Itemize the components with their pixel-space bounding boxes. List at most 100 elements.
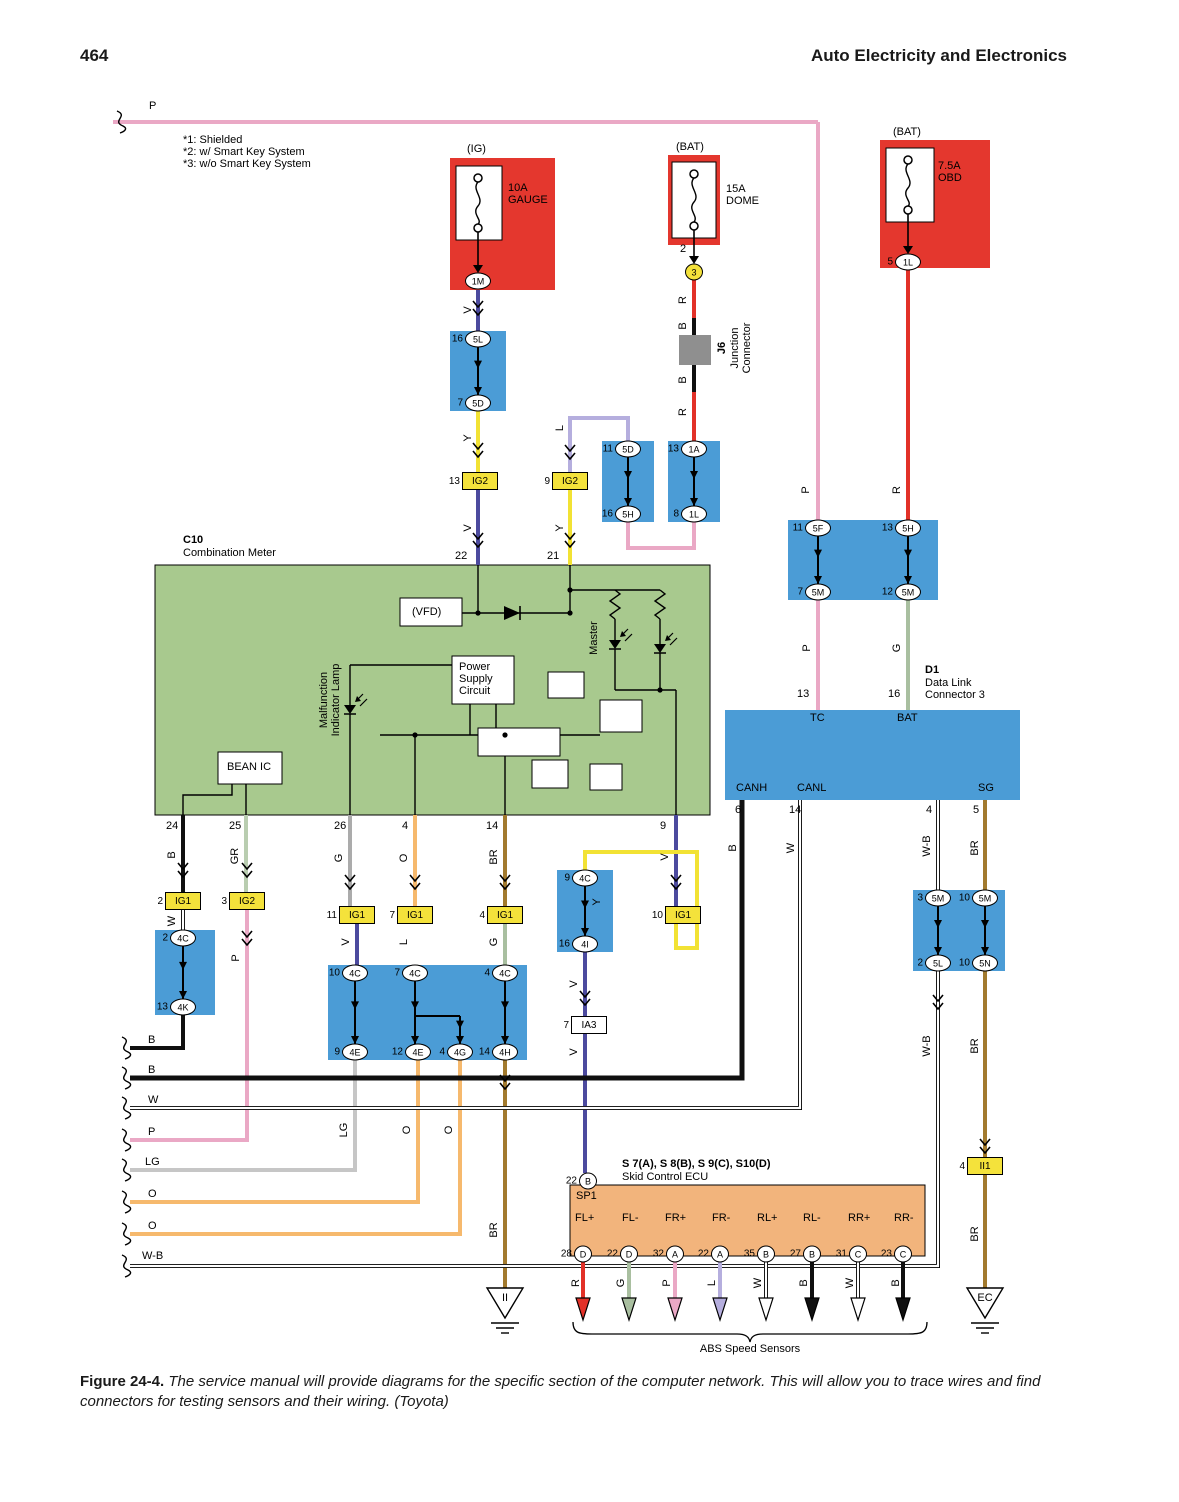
- diagram-text: 13: [797, 688, 810, 700]
- arrowhead-icon: [351, 1001, 359, 1010]
- diagram-text: P: [149, 100, 157, 112]
- connector-pin-label: 5D: [472, 398, 484, 408]
- pin-number: 16: [451, 333, 463, 345]
- pin-number: 28: [560, 1248, 572, 1260]
- diagram-text: ABS Speed Sensors: [699, 1343, 801, 1355]
- connector-pin-label: 4C: [177, 933, 189, 943]
- junction-dot: [502, 732, 508, 738]
- connector-pin-label: C: [899, 1249, 907, 1259]
- arrowhead-icon: [456, 1036, 464, 1044]
- diagram-text: 4: [926, 804, 933, 816]
- arrowhead-icon: [474, 360, 482, 369]
- pin-number: 13: [881, 522, 893, 534]
- led-arrow-icon: [620, 631, 626, 637]
- wire-break-icon: [121, 1066, 132, 1090]
- wire-color-label: BR: [488, 849, 500, 865]
- diagram-text: FL-: [622, 1212, 639, 1224]
- arrowhead-icon: [690, 498, 698, 506]
- connector-tag-label: IG2: [238, 895, 256, 907]
- junction-connector-j6: [679, 335, 711, 365]
- junction-dot: [657, 687, 663, 693]
- arrowhead-icon: [351, 1036, 359, 1044]
- connector-pin-label: 1L: [688, 509, 699, 519]
- abs-sensor-arrow-icon: [804, 1297, 820, 1322]
- diagram-text: CANL: [797, 782, 827, 794]
- pin-number: 23: [880, 1248, 892, 1260]
- diagram-text: RR-: [894, 1212, 914, 1224]
- diagram-text: II: [501, 1292, 509, 1304]
- wire-break-icon: [121, 1128, 132, 1152]
- diagram-text: *2: w/ Smart Key System: [183, 146, 305, 158]
- arrowhead-icon: [501, 1001, 509, 1010]
- diagram-text: 14: [789, 804, 802, 816]
- pin-number: 14: [478, 1046, 490, 1058]
- wire-color-label: Master: [588, 621, 600, 655]
- pin-number: 16: [558, 938, 570, 950]
- abs-sensor-arrow-icon: [667, 1297, 683, 1322]
- wire-color-label: L: [706, 1279, 718, 1287]
- wire-color-label: B: [677, 376, 689, 384]
- arrowhead-icon: [624, 498, 632, 506]
- wire-direction-chevron-icon: [979, 1138, 991, 1155]
- arrowhead-icon: [411, 1036, 419, 1044]
- connector-pin-label: 4C: [349, 968, 361, 978]
- abs-sensors-brace: [572, 1321, 928, 1343]
- diagram-text: LG: [145, 1156, 160, 1168]
- pin-number: 9: [334, 1046, 340, 1058]
- diagram-text: (VFD): [412, 606, 442, 618]
- wire-direction-chevron-icon: [344, 874, 356, 891]
- wire-color-label: P: [230, 954, 242, 962]
- pin-number: 22: [606, 1248, 618, 1260]
- wire-color-label: W: [752, 1277, 764, 1289]
- pin-number: 11: [326, 909, 337, 921]
- wire-color-label: B: [890, 1279, 902, 1287]
- wire-direction-chevron-icon: [241, 862, 253, 879]
- diagram-text: OBD: [938, 172, 962, 184]
- pin-number: 3: [917, 892, 923, 904]
- diagram-text: 16: [888, 688, 901, 700]
- wire-color-label: R: [677, 408, 689, 416]
- connector-pin-label: 4G: [453, 1047, 466, 1057]
- diagram-text: DOME: [726, 195, 759, 207]
- wire-color-label: O: [443, 1125, 455, 1135]
- connector-pin-label: A: [671, 1249, 678, 1259]
- wire-direction-chevron-icon: [409, 874, 421, 891]
- pin-number: 22: [565, 1175, 577, 1187]
- data-link-connector-box: [725, 710, 1020, 800]
- diagram-text: RL-: [803, 1212, 821, 1224]
- diagram-text: Data Link: [925, 677, 972, 689]
- fuse-symbol-icons: [473, 155, 913, 233]
- pin-number: 7: [389, 909, 395, 921]
- diagram-text: W-B: [142, 1250, 164, 1262]
- diagram-text: *1: Shielded: [183, 134, 243, 146]
- diagram-text: B: [148, 1034, 156, 1046]
- connector-pin-label: 4E: [412, 1047, 424, 1057]
- led-icon: [654, 644, 666, 653]
- connector-pin-label: 5N: [979, 958, 991, 968]
- connector-tag-label: IG2: [561, 475, 579, 487]
- pin-number: 32: [652, 1248, 664, 1260]
- abs-sensor-arrow-icon: [895, 1297, 911, 1322]
- pin-number: 7: [563, 1019, 569, 1031]
- wire-color-label: V: [462, 524, 474, 532]
- wires: [113, 120, 987, 1288]
- diagram-text: Supply: [459, 673, 493, 685]
- wire-break-icon: [121, 1190, 132, 1214]
- wire-direction-chevron-icon: [932, 994, 944, 1011]
- wire-direction-chevron-icon: [472, 532, 484, 549]
- junction-dot: [567, 610, 573, 616]
- wire-color-label: G: [615, 1278, 627, 1288]
